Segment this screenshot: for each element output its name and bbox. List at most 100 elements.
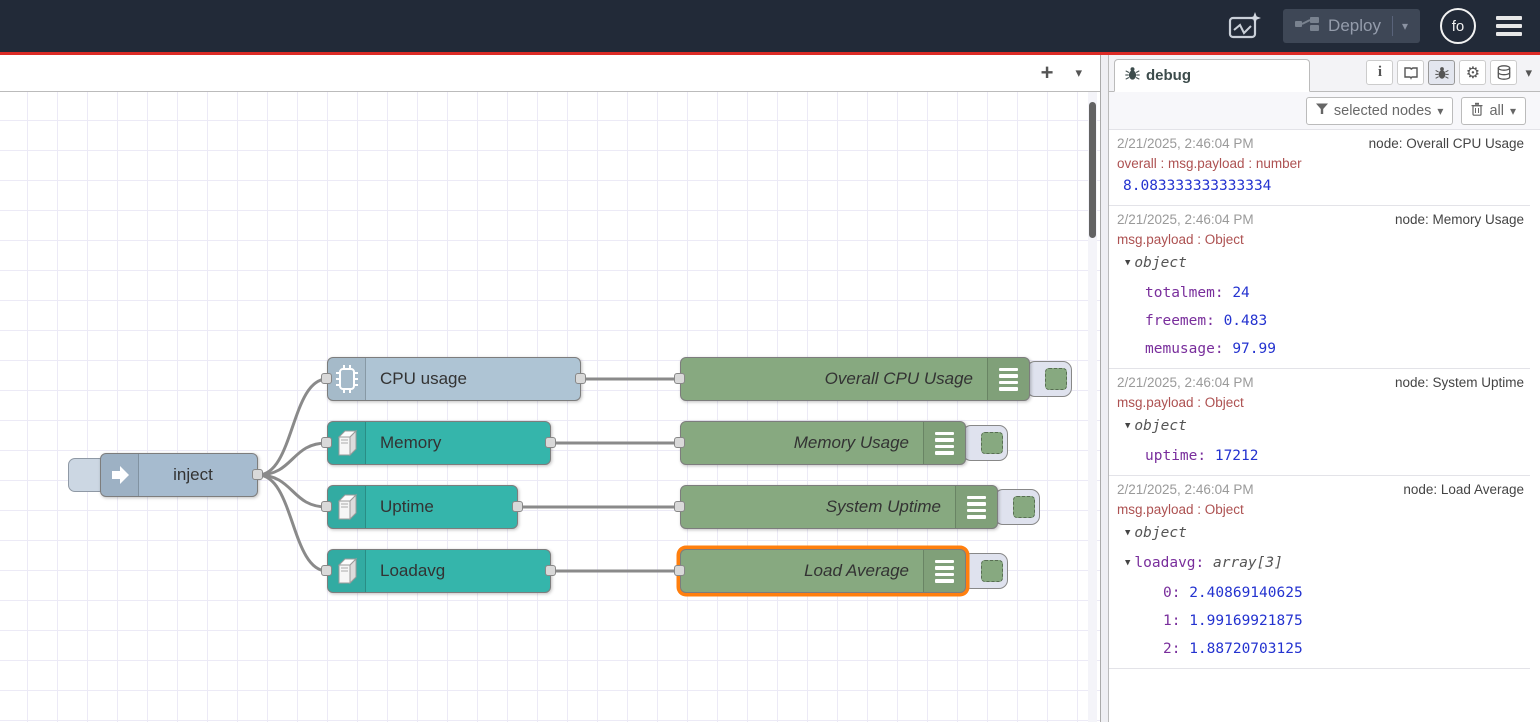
add-flow-icon[interactable]: + (1041, 62, 1054, 84)
port-output[interactable] (575, 373, 586, 384)
header: Deploy ▾ fo (0, 0, 1540, 52)
node-memory[interactable]: Memory (327, 421, 551, 465)
debug-message-property: msg.payload : Object (1117, 230, 1526, 249)
port-input[interactable] (674, 373, 685, 384)
node-uptime[interactable]: Uptime (327, 485, 518, 529)
debug-message-meta: 2/21/2025, 2:46:04 PMnode: Overall CPU U… (1117, 134, 1526, 154)
flow-list-caret-icon[interactable]: ▾ (1075, 65, 1082, 81)
tab-debug[interactable]: debug (1114, 59, 1310, 92)
port-output[interactable] (545, 437, 556, 448)
avatar[interactable]: fo (1440, 8, 1476, 44)
sidebar-splitter[interactable] (1101, 55, 1109, 722)
object-label: object (1134, 418, 1186, 434)
node-label: Overall CPU Usage (681, 369, 987, 389)
info-icon[interactable]: i (1366, 60, 1393, 85)
debug-tree-branch: ▼loadavg: array[3] (1117, 549, 1526, 579)
debug-message-source[interactable]: node: Load Average (1403, 480, 1526, 500)
collapse-caret-icon[interactable]: ▼ (1125, 412, 1130, 440)
debug-message-timestamp: 2/21/2025, 2:46:04 PM (1117, 210, 1254, 230)
tree-value: 0.483 (1224, 313, 1268, 329)
main-area: + ▾ (0, 55, 1540, 722)
computer-tower-icon (328, 486, 366, 528)
debug-tree-entry: freemem: 0.483 (1117, 307, 1526, 335)
debug-toggle-button[interactable] (994, 489, 1040, 525)
gear-icon[interactable]: ⚙ (1459, 60, 1486, 85)
debug-message-source[interactable]: node: Memory Usage (1395, 210, 1526, 230)
node-inject[interactable]: inject (100, 453, 258, 497)
debug-message-source[interactable]: node: Overall CPU Usage (1369, 134, 1526, 154)
trash-icon (1471, 102, 1483, 120)
book-icon[interactable] (1397, 60, 1424, 85)
sparkle-flow-icon[interactable] (1227, 11, 1263, 41)
node-label: Uptime (366, 497, 517, 517)
tree-key: memusage: (1145, 341, 1232, 357)
debug-tree-entry: memusage: 97.99 (1117, 335, 1526, 363)
debug-toggle-button[interactable] (962, 553, 1008, 589)
tree-key: loadavg: (1134, 555, 1213, 571)
port-input[interactable] (321, 565, 332, 576)
node-debug-uptime[interactable]: System Uptime (680, 485, 998, 529)
deploy-button[interactable]: Deploy ▾ (1283, 9, 1420, 43)
debug-list-icon (923, 550, 965, 592)
canvas-vscrollbar-thumb[interactable] (1089, 102, 1096, 238)
workspace-column: + ▾ (0, 55, 1101, 722)
debug-filter-button[interactable]: selected nodes ▾ (1306, 97, 1454, 125)
debug-clear-label: all (1489, 103, 1504, 119)
bug-icon[interactable] (1428, 60, 1455, 85)
port-input[interactable] (674, 501, 685, 512)
debug-message-property: msg.payload : Object (1117, 500, 1526, 519)
node-loadavg[interactable]: Loadavg (327, 549, 551, 593)
deploy-nodes-icon (1295, 16, 1319, 36)
caret-down-icon[interactable]: ▾ (1402, 19, 1408, 33)
tab-debug-label: debug (1146, 67, 1191, 84)
sidebar-menu-caret-icon[interactable]: ▾ (1525, 65, 1532, 81)
debug-message-meta: 2/21/2025, 2:46:04 PM node: Memory Usage (1117, 210, 1526, 230)
flow-canvas[interactable]: inject (0, 92, 1100, 722)
node-cpu-usage[interactable]: CPU usage (327, 357, 581, 401)
debug-message-timestamp: 2/21/2025, 2:46:04 PM (1117, 373, 1254, 393)
funnel-icon (1316, 103, 1328, 119)
port-output[interactable] (545, 565, 556, 576)
port-input[interactable] (674, 565, 685, 576)
collapse-caret-icon[interactable]: ▼ (1125, 519, 1130, 547)
debug-toggle-button[interactable] (1026, 361, 1072, 397)
port-input[interactable] (321, 373, 332, 384)
computer-tower-icon (328, 550, 366, 592)
node-label: CPU usage (366, 369, 580, 389)
debug-toggle-button[interactable] (962, 425, 1008, 461)
object-label: object (1134, 525, 1186, 541)
debug-message-source[interactable]: node: System Uptime (1395, 373, 1526, 393)
tree-key: 0: (1163, 585, 1189, 601)
collapse-caret-icon[interactable]: ▼ (1125, 549, 1130, 577)
node-debug-overall-cpu[interactable]: Overall CPU Usage (680, 357, 1030, 401)
sidebar-toolbar: i (1366, 60, 1532, 85)
menu-icon[interactable] (1496, 16, 1522, 36)
port-input[interactable] (321, 501, 332, 512)
node-label: Memory Usage (681, 433, 923, 453)
debug-tree-root: ▼object (1117, 249, 1526, 279)
debug-message-value: 8.083333333333334 (1117, 173, 1526, 200)
tree-value: 24 (1232, 285, 1249, 301)
tree-key: uptime: (1145, 448, 1215, 464)
collapse-caret-icon[interactable]: ▼ (1125, 249, 1130, 277)
port-input[interactable] (321, 437, 332, 448)
computer-tower-icon (328, 422, 366, 464)
canvas-vscrollbar (1088, 92, 1097, 722)
debug-list-icon (955, 486, 997, 528)
debug-tree-root: ▼object (1117, 519, 1526, 549)
divider (1392, 16, 1393, 36)
tree-value: 1.88720703125 (1189, 641, 1303, 657)
tree-value: 17212 (1215, 448, 1259, 464)
port-input[interactable] (674, 437, 685, 448)
database-icon[interactable] (1490, 60, 1517, 85)
debug-clear-button[interactable]: all ▾ (1461, 97, 1526, 125)
debug-filter-label: selected nodes (1334, 103, 1432, 119)
port-output[interactable] (512, 501, 523, 512)
node-debug-load-average[interactable]: Load Average (680, 549, 966, 593)
port-output[interactable] (252, 469, 263, 480)
object-label: object (1134, 255, 1186, 271)
debug-message: 2/21/2025, 2:46:04 PMnode: Memory Usagem… (1109, 206, 1530, 369)
node-debug-memory[interactable]: Memory Usage (680, 421, 966, 465)
debug-message-property: overall : msg.payload : number (1117, 154, 1526, 173)
